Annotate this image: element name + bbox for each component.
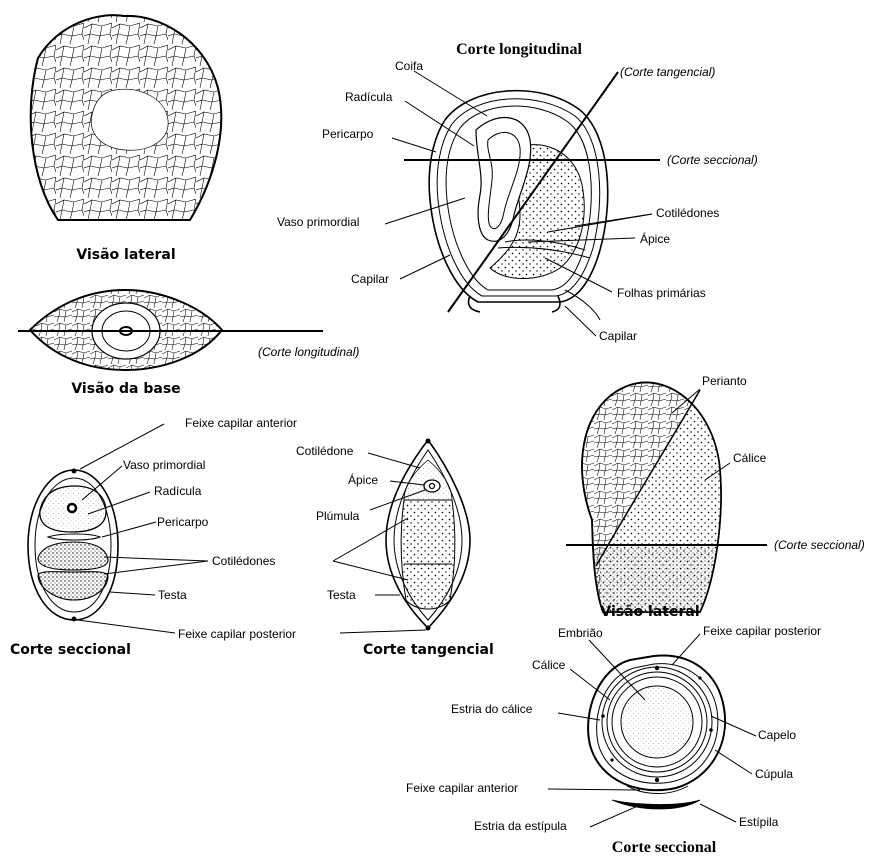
label-estipila: Estípila [739,815,779,829]
heading-cross-section-bottom: Corte seccional [612,839,717,856]
heading-lateral-view: Visão lateral [76,247,175,263]
label-pericarpo-left: Pericarpo [157,515,209,529]
lateral-view-top: Visão lateral [31,15,222,263]
label-radicula-long: Radícula [345,90,393,104]
label-embriao: Embrião [558,626,603,640]
label-cupula: Cúpula [755,767,793,781]
label-estria-estipula: Estria da estípula [474,819,567,833]
tangential-section: Cotilédone Ápice Plúmula Testa Corte tan… [296,439,494,659]
label-capilar-left: Capilar [351,272,389,286]
heading-cross-section-left: Corte seccional [10,642,131,658]
heading-tangential-section: Corte tangencial [363,642,494,658]
heading-lateral-view-right: Visão lateral [600,604,699,620]
label-cotiledones-long: Cotilédones [656,206,719,220]
label-radicula-left: Radícula [154,484,202,498]
cut-label-sectional-right: (Corte seccional) [774,538,865,552]
cut-label-tangential: (Corte tangencial) [620,65,715,79]
label-folhas-primarias: Folhas primárias [617,286,706,300]
label-feixe-posterior-bottom: Feixe capilar posterior [703,624,821,638]
label-testa-left: Testa [158,588,187,602]
label-vaso-primordial-left: Vaso primordial [123,458,205,472]
label-cotiledones-center: Cotilédones [212,554,275,568]
label-feixe-anterior-left: Feixe capilar anterior [185,416,297,430]
label-cotiledone-tan: Cotilédone [296,444,354,458]
label-coifa: Coifa [395,59,423,73]
lateral-view-right: Perianto Cálice (Corte seccional) Visão … [566,370,865,620]
label-testa-tan: Testa [327,588,356,602]
label-apice-tan: Ápice [348,472,378,487]
heading-longitudinal-section: Corte longitudinal [456,41,582,58]
label-capelo: Capelo [758,728,796,742]
longitudinal-section: Corte longitudinal (Corte tangencial) (C… [277,41,758,343]
label-estria-calice: Estria do cálice [451,702,533,716]
label-apice-long: Ápice [640,231,670,246]
label-calice-right: Cálice [733,451,767,465]
label-plumula: Plúmula [316,509,360,523]
label-feixe-posterior-left: Feixe capilar posterior [178,627,296,641]
cut-label-longitudinal: (Corte longitudinal) [258,345,359,359]
heading-base-view: Visão da base [71,381,180,397]
label-feixe-anterior-bottom: Feixe capilar anterior [406,781,518,795]
label-calice-bottom: Cálice [532,658,566,672]
label-vaso-primordial-long: Vaso primordial [277,215,359,229]
cross-section-bottom: Embrião Feixe capilar posterior Cálice E… [406,624,821,856]
label-capilar-right: Capilar [599,329,637,343]
label-perianto: Perianto [702,374,747,388]
label-pericarpo-long: Pericarpo [322,127,374,141]
base-view: (Corte longitudinal) Visão da base [18,290,359,397]
cut-label-sectional-top: (Corte seccional) [667,153,758,167]
cross-section-left: Feixe capilar anterior Vaso primordial R… [10,416,297,658]
